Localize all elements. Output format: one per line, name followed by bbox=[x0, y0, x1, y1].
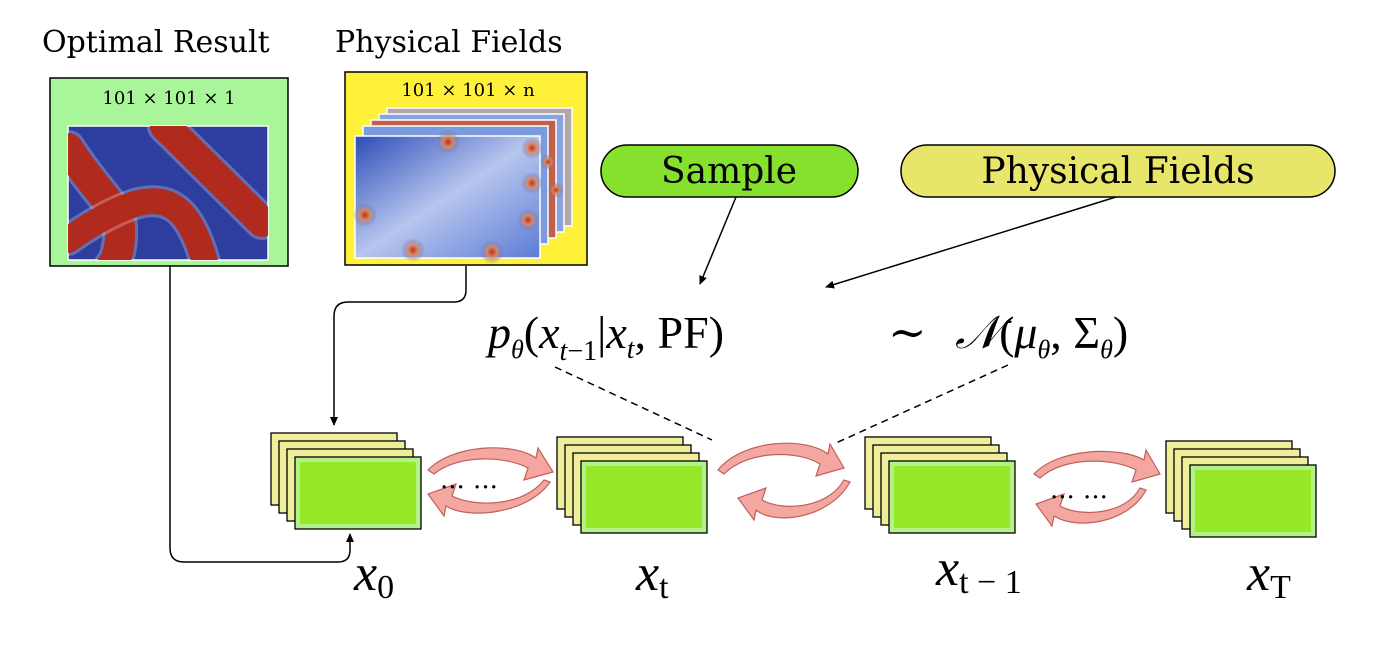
optimal-result-title: Optimal Result bbox=[42, 25, 270, 60]
optimal-result-panel: 101 × 101 × 1 bbox=[49, 77, 289, 267]
reverse-arrow-3 bbox=[1035, 487, 1147, 528]
label-xt: xt bbox=[635, 545, 669, 606]
field-stack bbox=[353, 107, 573, 264]
forward-arrow-1 bbox=[427, 446, 554, 481]
equation: pθ(xt−1|xt, PF) ∼ 𝒩(μθ, Σθ) bbox=[485, 307, 1128, 367]
optimal-dims-label: 101 × 101 × 1 bbox=[102, 88, 235, 109]
physical-fields-panel: 101 × 101 × n bbox=[344, 71, 588, 266]
label-xtm1: xt − 1 bbox=[935, 540, 1022, 601]
state-stack-xT bbox=[1165, 440, 1317, 538]
dashed-line-right bbox=[835, 364, 1009, 444]
physical-to-x0-connector bbox=[330, 266, 467, 426]
forward-arrow-3 bbox=[1033, 448, 1161, 483]
sample-bubble-label: Sample bbox=[661, 151, 797, 192]
physical-fields-bubble: Physical Fields bbox=[900, 144, 1336, 198]
sample-bubble: Sample bbox=[600, 144, 859, 198]
state-stack-x0 bbox=[270, 432, 422, 530]
physical-fields-title: Physical Fields bbox=[335, 25, 563, 60]
field-hotspots bbox=[353, 130, 564, 264]
svg-text:pθ(xt−1|xt, PF): pθ(xt−1|xt, PF) bbox=[485, 307, 724, 367]
forward-arrow-2 bbox=[717, 442, 845, 477]
reverse-arrow-1 bbox=[427, 479, 551, 518]
pf-arrow bbox=[825, 196, 1117, 289]
label-x0: x0 bbox=[353, 545, 394, 606]
physical-dims-label: 101 × 101 × n bbox=[401, 80, 535, 101]
optimal-topology-image bbox=[67, 125, 269, 261]
physical-fields-bubble-label: Physical Fields bbox=[981, 151, 1254, 192]
dashed-line-left bbox=[554, 366, 713, 441]
ellipsis-right: ... ... bbox=[1050, 475, 1108, 505]
optimal-to-x0-connector bbox=[169, 266, 354, 563]
reverse-arrow-2 bbox=[737, 479, 851, 522]
label-xT: xT bbox=[1246, 545, 1291, 606]
ellipsis-left: ... ... bbox=[440, 465, 498, 495]
state-stack-xtm1 bbox=[864, 436, 1016, 534]
sample-arrow bbox=[699, 196, 737, 285]
svg-text:∼ 𝒩(μθ, Σθ): ∼ 𝒩(μθ, Σθ) bbox=[888, 307, 1128, 364]
state-stack-xt bbox=[556, 436, 708, 534]
